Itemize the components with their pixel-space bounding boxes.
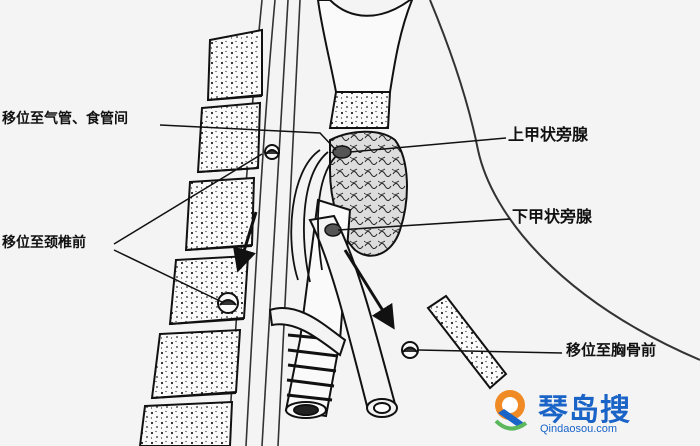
label-anterior-sternum: 移位至胸骨前 bbox=[566, 341, 657, 359]
watermark-title: 琴岛搜 bbox=[538, 393, 631, 428]
watermark-logo-icon bbox=[494, 390, 528, 431]
label-anterior-cervical: 移位至颈椎前 bbox=[2, 235, 86, 251]
watermark-url: Qindaosou.com bbox=[540, 423, 618, 435]
label-inferior-parathyroid: 下甲状旁腺 bbox=[512, 207, 593, 226]
site-watermark: 琴岛搜 Qindaosou.com bbox=[488, 383, 698, 445]
leader-lines bbox=[113, 124, 563, 354]
vertebral-column bbox=[138, 28, 263, 446]
ectopic-positions bbox=[217, 144, 419, 359]
neck-outline bbox=[429, 0, 700, 361]
sternum bbox=[426, 294, 508, 390]
parathyroid-glands bbox=[324, 145, 352, 237]
larynx bbox=[316, 0, 414, 93]
nerve-loops bbox=[290, 149, 337, 283]
migration-arrows bbox=[232, 211, 395, 330]
label-superior-parathyroid: 上甲状旁腺 bbox=[508, 125, 589, 144]
carotid-vessels bbox=[268, 214, 398, 418]
label-trachea-esophagus: 移位至气管、食管间 bbox=[2, 111, 128, 127]
